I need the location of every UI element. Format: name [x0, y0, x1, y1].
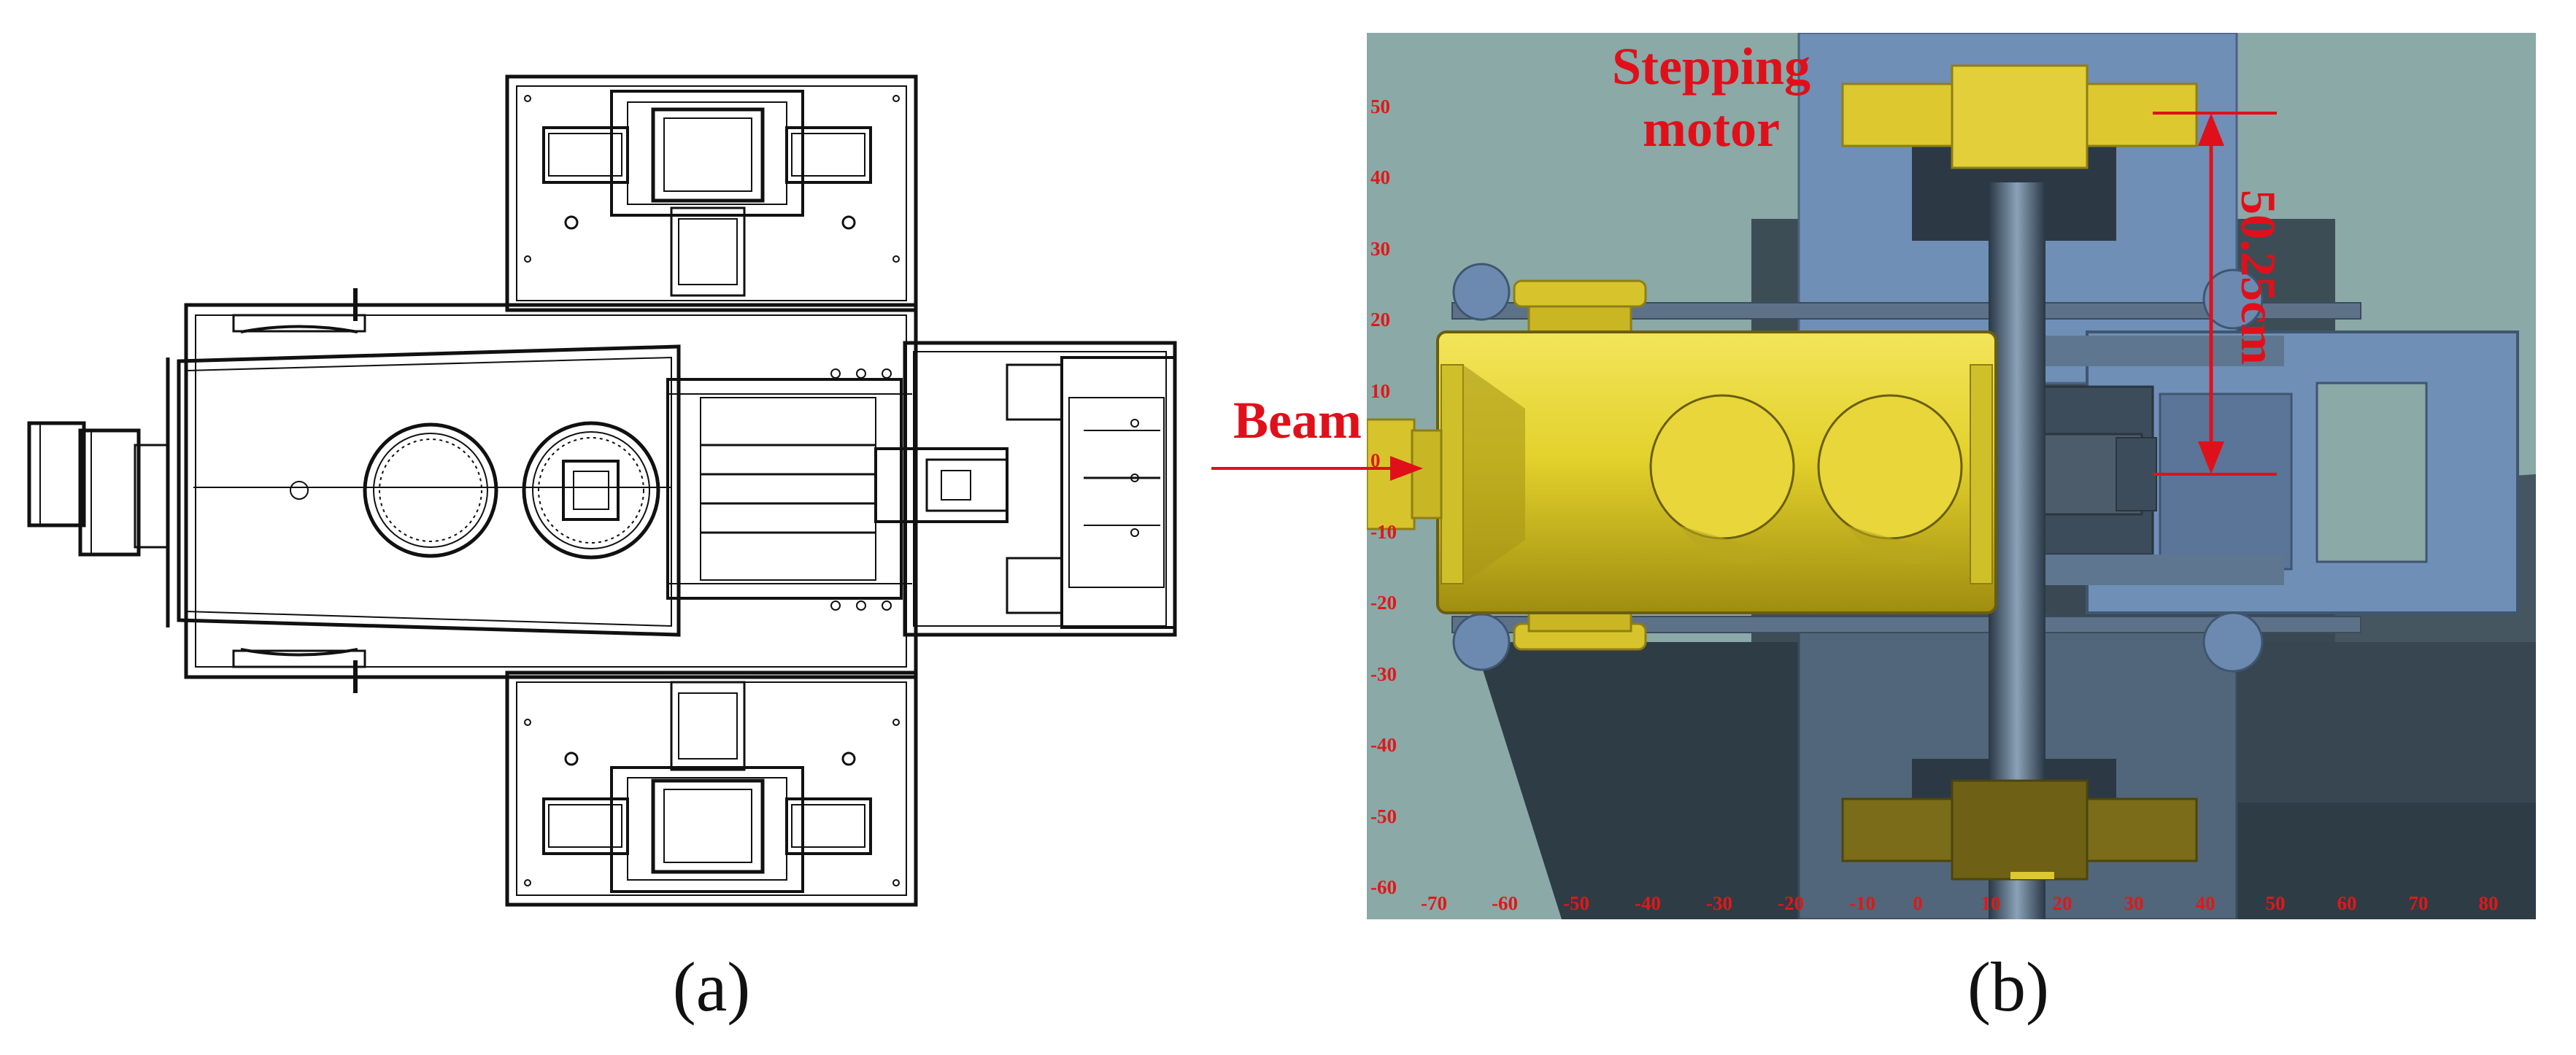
stepping-motor-top — [1841, 64, 2198, 169]
y-axis-ticks: 50 40 30 20 10 0 -10 -20 -30 -40 -50 -60 — [1370, 96, 1397, 898]
y-tick: 20 — [1370, 309, 1390, 331]
vacuum-chamber-outline — [166, 288, 681, 693]
x-tick: 0 — [1913, 892, 1923, 914]
left-beam-port — [27, 421, 169, 557]
render-panel: 50 40 30 20 10 0 -10 -20 -30 -40 -50 -60… — [1211, 33, 2536, 919]
x-tick: -20 — [1778, 892, 1804, 914]
x-tick: 10 — [1981, 892, 2001, 914]
dimension-label: 50.25cm — [2231, 190, 2286, 365]
x-tick: 80 — [2479, 892, 2499, 914]
stepping-motor-bottom — [1841, 779, 2198, 881]
stepping-motor-label: Stepping motor — [1612, 37, 1810, 158]
x-tick: 20 — [2053, 892, 2072, 914]
x-tick: -60 — [1492, 892, 1518, 914]
x-tick: -10 — [1849, 892, 1875, 914]
panel-b-caption: (b) — [1967, 948, 2049, 1026]
x-tick: -40 — [1635, 892, 1661, 914]
x-tick: 70 — [2409, 892, 2429, 914]
y-tick: 30 — [1370, 238, 1390, 260]
y-tick: -50 — [1370, 805, 1397, 827]
x-tick: -70 — [1421, 892, 1447, 914]
x-tick: -30 — [1706, 892, 1732, 914]
top-motor-plate — [505, 74, 918, 312]
transmission-assembly — [666, 368, 1009, 611]
y-tick: 50 — [1370, 96, 1390, 117]
dimension-arrow — [2153, 112, 2277, 476]
y-tick: -30 — [1370, 663, 1397, 685]
x-tick: 40 — [2196, 892, 2216, 914]
x-tick: 60 — [2337, 892, 2357, 914]
yellow-vacuum-chamber — [1367, 279, 1997, 651]
y-tick: 10 — [1370, 380, 1390, 402]
x-tick: 30 — [2124, 892, 2144, 914]
panel-a-caption: (a) — [673, 948, 751, 1026]
beam-arrow — [1211, 456, 1423, 481]
y-tick: -60 — [1370, 876, 1397, 898]
x-tick: -50 — [1563, 892, 1589, 914]
y-tick: 0 — [1370, 449, 1381, 471]
svg-text:Stepping: Stepping — [1612, 37, 1810, 96]
y-tick: -20 — [1370, 592, 1397, 614]
x-axis-ticks: -70 -60 -50 -40 -30 -20 -10 0 10 20 30 4… — [1421, 892, 2499, 914]
cad-drawing-panel — [27, 74, 1177, 907]
bottom-motor-plate — [505, 671, 918, 907]
y-tick: -40 — [1370, 734, 1397, 756]
beam-label: Beam — [1233, 391, 1362, 449]
svg-text:motor: motor — [1643, 99, 1780, 158]
y-tick: -10 — [1370, 521, 1397, 543]
x-tick: 50 — [2266, 892, 2286, 914]
y-tick: 40 — [1370, 166, 1390, 188]
